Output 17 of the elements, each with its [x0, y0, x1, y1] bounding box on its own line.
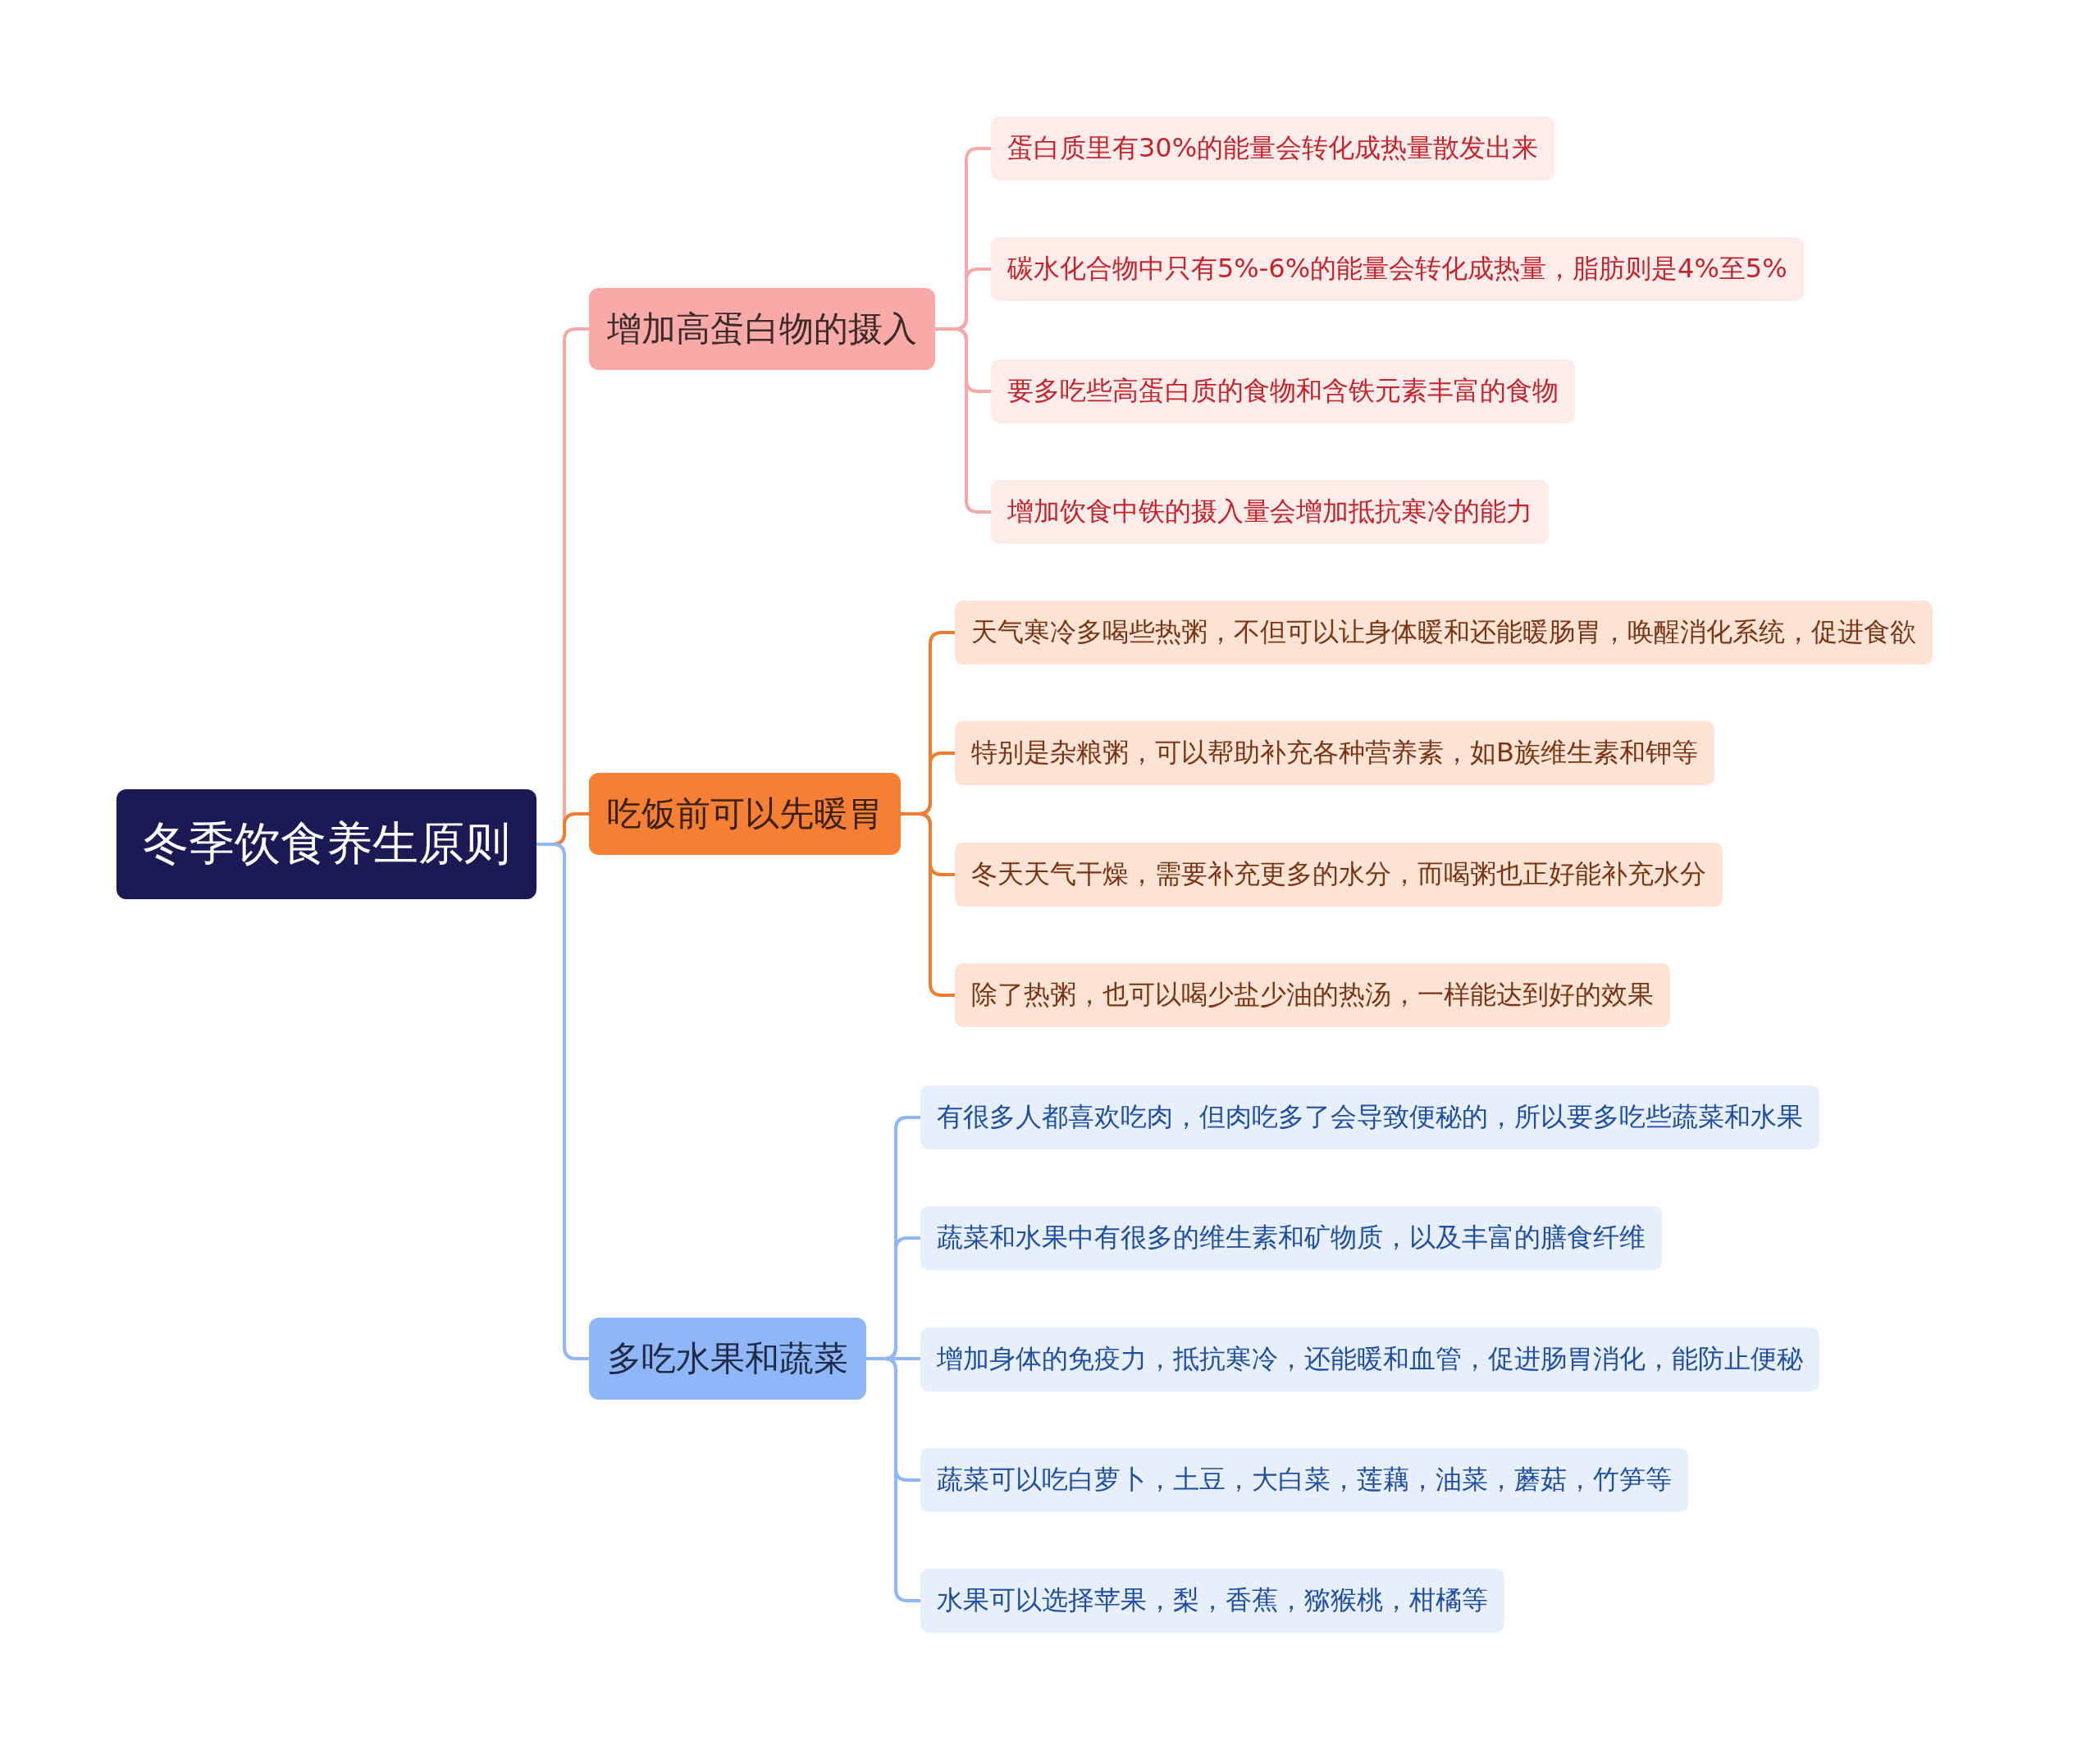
- subtopic-box: 碳水化合物中只有5%-6%的能量会转化成热量，脂肪则是4%至5%: [991, 237, 1804, 301]
- subtopic-box: 要多吃些高蛋白质的食物和含铁元素丰富的食物: [991, 359, 1575, 423]
- branch-topic-box: 增加高蛋白物的摄入: [589, 288, 935, 370]
- subtopic-box: 增加身体的免疫力，抵抗寒冷，还能暖和血管，促进肠胃消化，能防止便秘: [920, 1327, 1819, 1391]
- central-topic-box: 冬季饮食养生原则: [116, 789, 536, 899]
- subtopic-box: 水果可以选择苹果，梨，香蕉，猕猴桃，柑橘等: [920, 1569, 1504, 1633]
- subtopic-box: 增加饮食中铁的摄入量会增加抵抗寒冷的能力: [991, 480, 1549, 544]
- branch-topic-box: 多吃水果和蔬菜: [589, 1318, 866, 1400]
- subtopic-box: 蔬菜和水果中有很多的维生素和矿物质，以及丰富的膳食纤维: [920, 1206, 1662, 1270]
- subtopic-box: 蛋白质里有30%的能量会转化成热量散发出来: [991, 117, 1555, 180]
- subtopic-box: 天气寒冷多喝些热粥，不但可以让身体暖和还能暖肠胃，唤醒消化系统，促进食欲: [955, 601, 1933, 665]
- subtopic-box: 特别是杂粮粥，可以帮助补充各种营养素，如B族维生素和钾等: [955, 721, 1714, 785]
- subtopic-box: 除了热粥，也可以喝少盐少油的热汤，一样能达到好的效果: [955, 963, 1670, 1027]
- branch-topic-box: 吃饭前可以先暖胃: [589, 773, 901, 855]
- subtopic-box: 蔬菜可以吃白萝卜，土豆，大白菜，莲藕，油菜，蘑菇，竹笋等: [920, 1448, 1688, 1512]
- subtopic-box: 有很多人都喜欢吃肉，但肉吃多了会导致便秘的，所以要多吃些蔬菜和水果: [920, 1085, 1819, 1149]
- subtopic-box: 冬天天气干燥，需要补充更多的水分，而喝粥也正好能补充水分: [955, 843, 1723, 907]
